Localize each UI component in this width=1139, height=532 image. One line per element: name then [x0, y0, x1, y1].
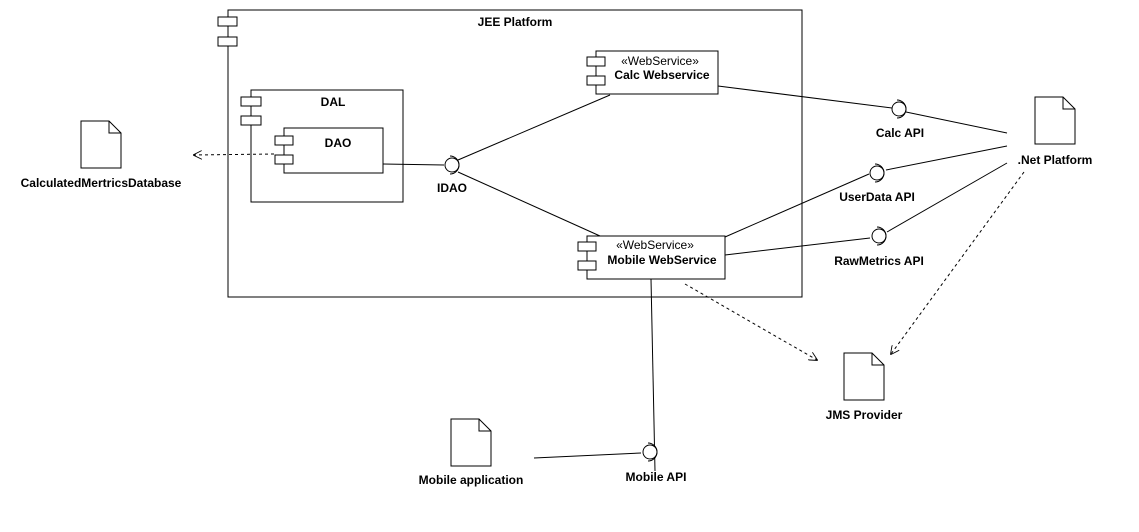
- connector-mobile-userdata: [724, 173, 870, 238]
- mobile-webservice-stereotype: «WebService»: [616, 238, 694, 252]
- connector-dao-idao: [382, 163, 445, 166]
- userdata-api-label: UserData API: [839, 190, 915, 204]
- dependency-mobile-jms: [684, 283, 817, 360]
- connector-calcapi-net: [905, 111, 1008, 134]
- connector-idao-calc: [457, 94, 611, 161]
- mobile-api-interface[interactable]: Mobile API: [626, 442, 687, 484]
- calc-webservice-stereotype: «WebService»: [621, 54, 699, 68]
- dependency-net-jms: [891, 171, 1025, 354]
- dependency-dao-database: [194, 154, 275, 155]
- calc-webservice-component[interactable]: «WebService» Calc Webservice: [586, 50, 719, 95]
- mobile-application-label: Mobile application: [419, 473, 524, 487]
- dao-component[interactable]: DAO: [274, 127, 384, 174]
- calc-webservice-name: Calc Webservice: [614, 68, 709, 82]
- dal-title: DAL: [321, 95, 346, 109]
- component-icon: [274, 154, 294, 165]
- mobile-webservice-name: Mobile WebService: [607, 253, 716, 267]
- mobile-webservice-component[interactable]: «WebService» Mobile WebService: [577, 235, 726, 280]
- component-icon: [586, 75, 606, 86]
- component-icon: [577, 241, 597, 252]
- mobile-api-label: Mobile API: [626, 470, 687, 484]
- net-platform-artifact[interactable]: .Net Platform: [1018, 96, 1093, 167]
- connector-calc-calcapi: [717, 85, 893, 109]
- mobile-application-artifact[interactable]: Mobile application: [419, 418, 524, 487]
- component-icon: [240, 96, 262, 107]
- document-icon: [843, 352, 885, 401]
- document-icon: [1034, 96, 1076, 145]
- connector-rawmetrics-net: [886, 162, 1008, 233]
- userdata-api-interface[interactable]: UserData API: [839, 163, 915, 204]
- idao-label: IDAO: [437, 181, 467, 195]
- connector-userdata-net: [885, 145, 1008, 171]
- component-icon: [586, 56, 606, 67]
- database-artifact[interactable]: CalculatedMertricsDatabase: [21, 120, 182, 190]
- connector-mobile-rawmetrics: [724, 237, 871, 256]
- component-icon: [274, 135, 294, 146]
- document-icon: [450, 418, 492, 467]
- net-platform-label: .Net Platform: [1018, 153, 1093, 167]
- component-icon: [240, 115, 262, 126]
- dao-title: DAO: [325, 136, 352, 150]
- document-icon: [80, 120, 122, 169]
- calc-api-label: Calc API: [876, 126, 924, 140]
- connector-mobileapp-mobileapi: [533, 452, 642, 459]
- jms-provider-artifact[interactable]: JMS Provider: [826, 352, 903, 422]
- jee-platform-title: JEE Platform: [478, 15, 553, 29]
- database-label: CalculatedMertricsDatabase: [21, 176, 182, 190]
- component-icon: [217, 36, 238, 47]
- component-icon: [217, 16, 238, 27]
- idao-interface[interactable]: IDAO: [437, 155, 467, 195]
- component-icon: [577, 260, 597, 271]
- jms-provider-label: JMS Provider: [826, 408, 903, 422]
- rawmetrics-api-interface[interactable]: RawMetrics API: [834, 226, 924, 268]
- calc-api-interface[interactable]: Calc API: [876, 99, 924, 140]
- rawmetrics-api-label: RawMetrics API: [834, 254, 924, 268]
- connector-idao-mobile: [457, 171, 601, 237]
- connector-mobile-mobileapi: [650, 278, 656, 472]
